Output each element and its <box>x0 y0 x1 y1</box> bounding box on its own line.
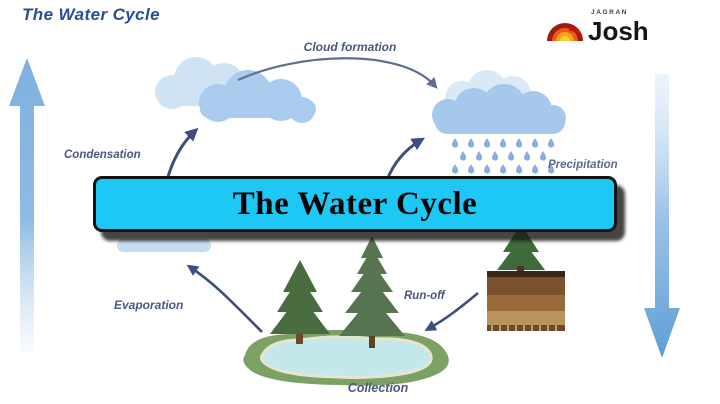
logo-top-text: JAGRAN <box>591 9 629 16</box>
jagran-josh-logo: JAGRAN Josh <box>544 9 649 46</box>
cloud-formation-arrow <box>237 57 438 89</box>
soil-block-icon <box>487 271 565 331</box>
runoff-arrow <box>424 292 479 331</box>
cloud-formation-label: Cloud formation <box>303 40 397 54</box>
vapor-cloud-icon <box>117 239 211 252</box>
tree-on-soil-icon <box>487 224 565 331</box>
sun-logo-icon <box>547 22 583 41</box>
evaporation-label: Evaporation <box>114 298 184 312</box>
runoff-label: Run-off <box>404 290 445 302</box>
logo-brand-text: Josh <box>588 15 649 46</box>
condensation-label: Condensation <box>64 149 141 161</box>
rain-cloud-icon <box>432 70 566 186</box>
page-title: The Water Cycle <box>22 5 160 24</box>
small-cloud-icon <box>155 57 316 123</box>
transport-arrow <box>385 137 425 181</box>
evaporation-arrow <box>186 264 263 333</box>
collection-label: Collection <box>347 381 409 395</box>
pond-collection-icon <box>243 329 449 386</box>
pine-trees-icon <box>270 236 405 348</box>
banner-title-text: The Water Cycle <box>232 185 478 222</box>
precipitation-label: Precipitation <box>548 159 618 171</box>
title-banner: The Water Cycle <box>93 176 617 232</box>
water-fall-arrow <box>644 74 680 358</box>
water-rise-arrow <box>9 58 45 352</box>
